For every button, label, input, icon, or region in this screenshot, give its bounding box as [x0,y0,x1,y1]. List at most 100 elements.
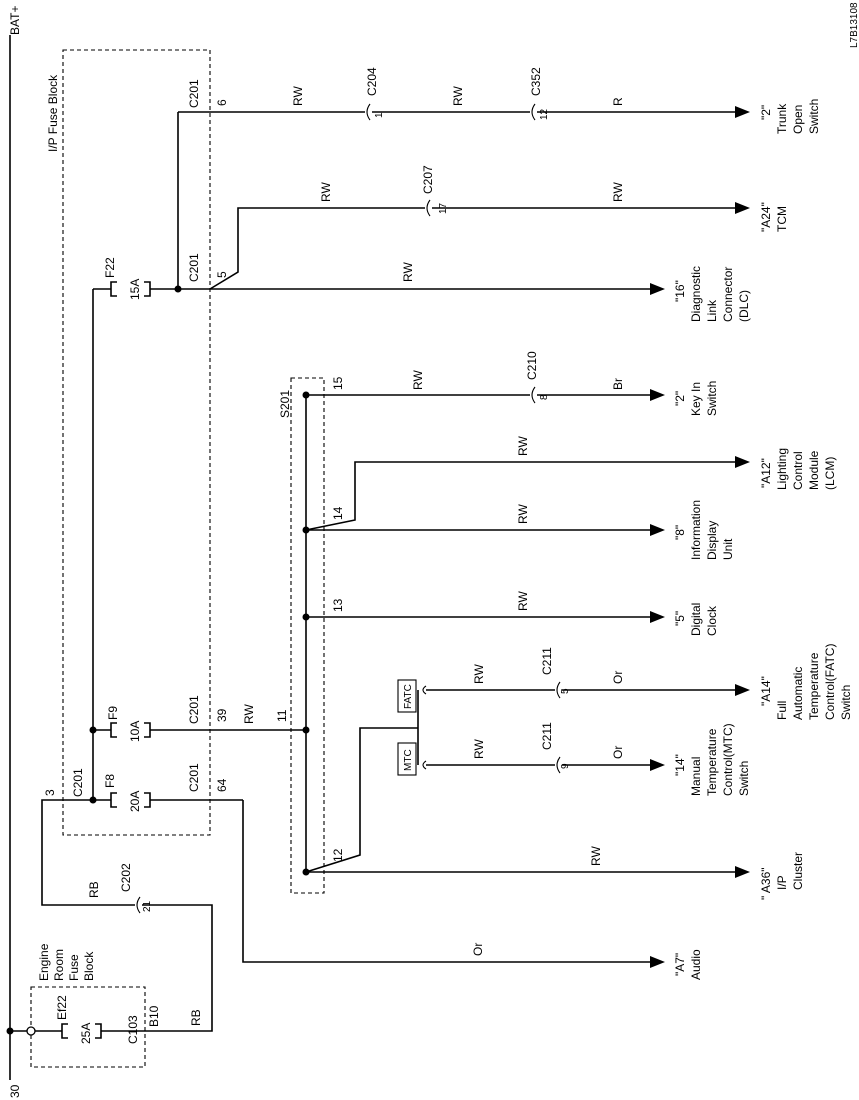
engine-room-label-1: Engine [37,943,51,981]
mtc-wire-color-2: Or [611,746,625,759]
mtc-hook [422,760,427,770]
c352-connector [531,103,536,121]
mtc-line-2: Temperature [705,728,719,796]
c211-label-fatc: C211 [540,647,554,675]
cluster-ref: " A36" [759,867,773,900]
s201-outline [290,377,325,894]
c201-pin-64: 64 [215,778,229,792]
trunk-line-2: Open [791,105,805,134]
lcm-line-2: Control [791,451,805,490]
trunk-line-3: Switch [807,99,821,134]
keyin-wire-color-2: Br [611,378,625,390]
s201-pin-11: 11 [275,709,289,722]
s201-label: S201 [278,390,292,418]
audio-arrow [650,956,665,968]
mtc-ref: "14" [673,754,687,776]
bus-bottom-label: 30 [8,1084,22,1098]
keyin-line-1: Key In [689,382,703,416]
idu-ref: "8" [673,525,687,540]
mtc-arrow [650,759,665,771]
c201-label-64: C201 [187,763,201,792]
dlc-line-4: (DLC) [737,290,751,322]
idu-line-2: Display [705,521,719,560]
s201-pin-13: 13 [331,598,345,612]
clock-ref: "5" [673,611,687,626]
dlc-wire-color: RW [401,262,415,282]
c201-label-6: C201 [187,79,201,108]
keyin-arrow [650,389,665,401]
f9-fuse-left [110,722,117,738]
ef22-terminal [26,1026,36,1036]
trunk-wire-color-3: R [611,97,625,106]
idu-line-1: Information [689,500,703,560]
c103-pin: B10 [147,1005,161,1027]
dlc-line-3: Connector [721,267,735,322]
clock-line-2: Clock [705,605,719,636]
ef22-name: Ef22 [55,995,69,1020]
c210-pin: 8 [539,394,550,400]
fatc-line-5: Switch [839,685,853,720]
audio-wire [242,800,650,963]
f9-name: F9 [106,706,120,720]
c202-connector [136,896,141,914]
fatc-line-2: Automatic [791,667,805,720]
clock-line-1: Digital [689,603,703,636]
lcm-arrow [735,456,750,468]
feed-wire-color-rb-1: RB [87,881,101,898]
cluster-line-1: I/P [775,875,789,890]
idu-arrow [650,524,665,536]
fatc-ref: "A14" [759,676,773,706]
mtc-option-box [397,742,417,776]
fatc-line-3: Temperature [807,652,821,720]
cluster-line-2: Cluster [791,852,805,890]
c210-label: C210 [525,351,539,380]
f9-wire-color: RW [242,704,256,724]
c211-pin-fatc: 5 [560,688,571,694]
s201-pin-14: 14 [331,506,345,520]
idu-line-3: Unit [721,538,735,560]
clock-arrow [650,611,665,623]
ef22-rating: 25A [79,1023,93,1044]
fatc-arrow [735,684,750,696]
cluster-wire-color: RW [589,846,603,866]
ef22-fuse-left [61,1023,68,1039]
clock-wire-color: RW [516,591,530,611]
f9-rating: 10A [128,721,142,742]
idu-wire-color: RW [516,504,530,524]
fatc-line-4: Control(FATC) [823,644,837,720]
f8-name: F8 [103,774,117,788]
trunk-wire-color-1: RW [291,86,305,106]
engine-room-label-4: Block [82,951,96,981]
trunk-arrow [735,106,750,118]
audio-ref: "A7" [673,953,687,976]
s201-pin-12: 12 [331,848,345,862]
f9-fuse-right [144,722,151,738]
f22-rating: 15A [128,279,142,300]
c204-connector [366,103,371,121]
ip-fuse-block-outline [62,49,211,836]
lcm-ref: "A12" [759,458,773,488]
tcm-wire-1 [209,207,425,290]
audio-line-1: Audio [689,949,703,980]
c201-label-5: C201 [187,253,201,282]
f8-rating: 20A [128,791,142,812]
f22-name: F22 [103,257,117,278]
f8-fuse-left [110,792,117,808]
trunk-wire-color-2: RW [451,86,465,106]
c201-label-39: C201 [187,695,201,724]
c201-pin-3: 3 [43,789,57,796]
tcm-wire-color-1: RW [319,182,333,202]
c211-connector-mtc [556,756,561,774]
rb-feed-wire [142,904,213,1032]
fatc-wire-color-2: Or [611,671,625,684]
f8-fuse-right [144,792,151,808]
fatc-wire-color-1: RW [472,664,486,684]
tcm-arrow [735,202,750,214]
c211-pin-mtc: 9 [560,763,571,769]
dlc-line-1: Diagnostic [689,266,703,322]
tcm-line-1: TCM [775,206,789,232]
c210-connector [531,386,536,404]
c352-label: C352 [529,67,543,96]
fatc-option-label: FATC [403,684,414,709]
